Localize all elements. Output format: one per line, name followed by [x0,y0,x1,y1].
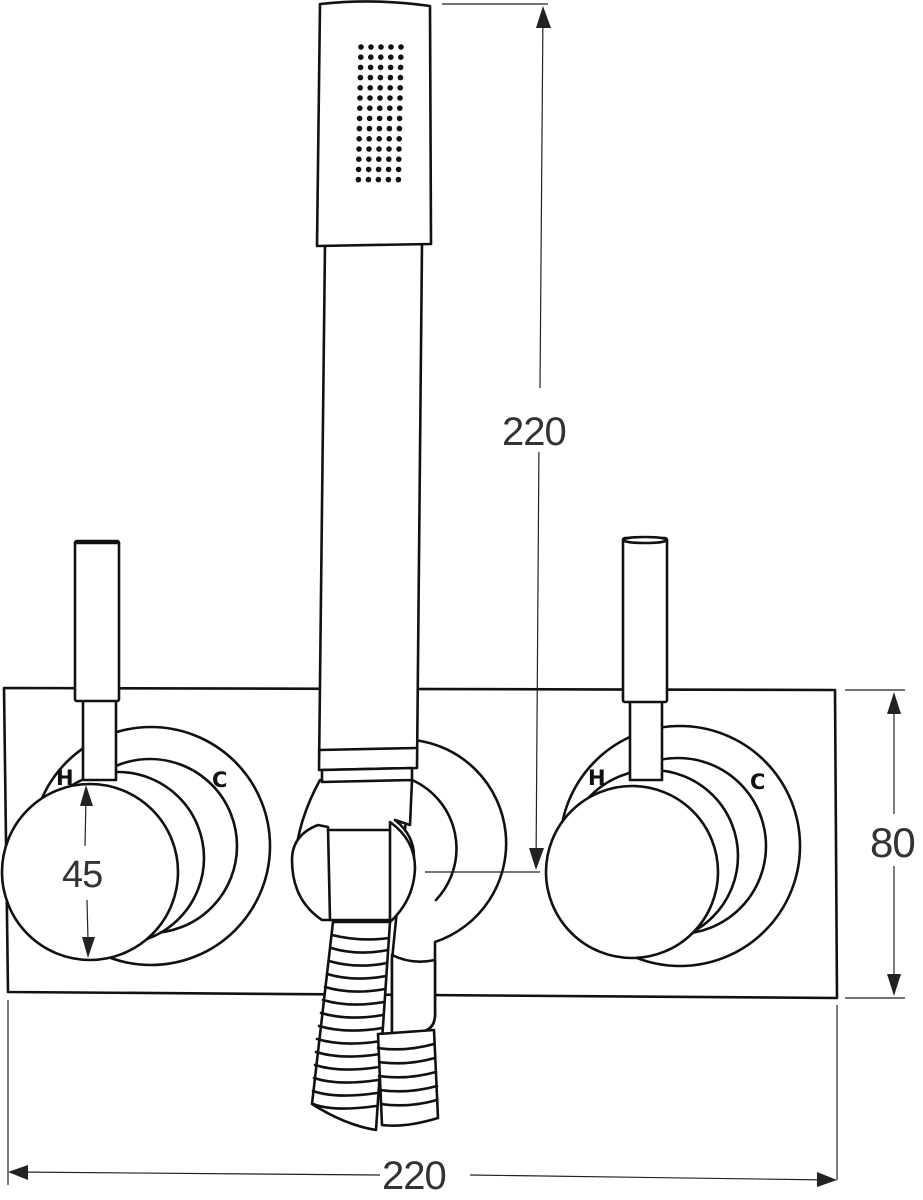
handle-diameter-value: 45 [62,854,103,896]
dimension-handset-height [425,3,551,873]
right-mixer-valve [544,535,802,968]
right-cold-label: C [750,770,766,794]
right-hot-label: H [588,766,606,790]
overall-width-value: 220 [382,1154,447,1198]
shower-handle [317,242,424,784]
left-cold-label: C [212,768,228,792]
spray-nozzles [355,44,404,183]
flexible-hose [310,920,440,1132]
dimension-overall-width [7,1000,838,1187]
left-hot-label: H [56,766,74,790]
handheld-shower-head [315,0,433,248]
left-mixer-valve [0,539,272,967]
plate-height-value: 80 [870,819,916,866]
wall-outlet-bracket [290,738,508,1036]
dimension-handle-diameter [80,785,95,958]
dimension-plate-height [845,689,905,999]
handset-height-value: 220 [502,410,567,454]
